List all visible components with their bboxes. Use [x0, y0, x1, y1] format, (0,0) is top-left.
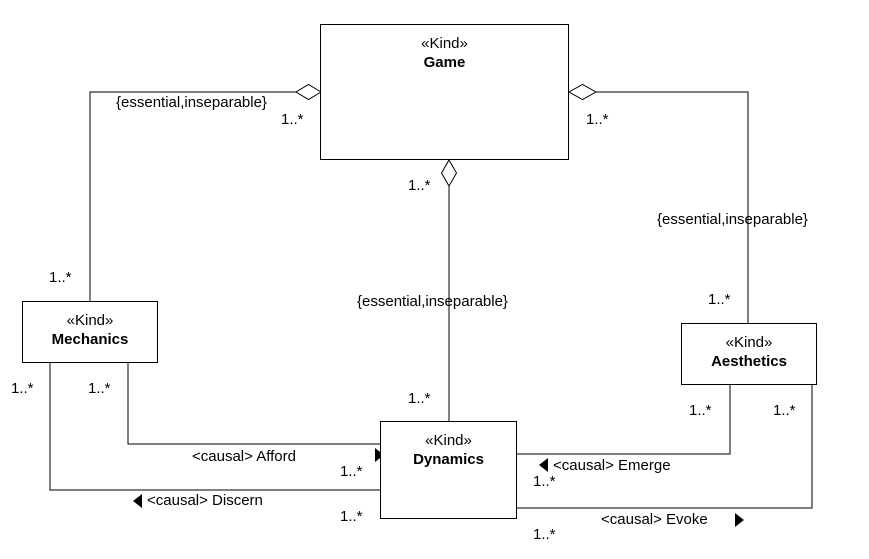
class-dynamics-name: Dynamics: [413, 451, 484, 468]
association-emerge-label: <causal> Emerge: [553, 457, 671, 474]
class-mechanics-stereotype: «Kind»: [66, 312, 114, 329]
multiplicity-aesthetics-evoke: 1..*: [773, 402, 796, 419]
multiplicity-aesthetics-emerge: 1..*: [689, 402, 712, 419]
assoc-afford: [127, 362, 380, 445]
aggregation-diamond-aesthetics: [567, 83, 598, 101]
class-game[interactable]: «Kind» Game: [320, 24, 569, 160]
class-mechanics-name: Mechanics: [51, 331, 129, 348]
multiplicity-dynamics-evoke: 1..*: [533, 526, 556, 543]
assoc-discern: [49, 362, 380, 491]
multiplicity-dynamics-game: 1..*: [408, 390, 431, 407]
multiplicity-game-aesthetics: 1..*: [586, 111, 609, 128]
class-game-stereotype: «Kind»: [421, 35, 468, 52]
assoc-evoke: [516, 384, 813, 509]
evoke-arrow-icon: [735, 513, 744, 527]
class-aesthetics[interactable]: «Kind» Aesthetics: [681, 323, 817, 385]
afford-arrow-icon: [375, 448, 384, 462]
constraint-dynamics: {essential,inseparable}: [357, 293, 508, 310]
assoc-emerge: [516, 384, 731, 455]
association-evoke-label: <causal> Evoke: [601, 511, 708, 528]
multiplicity-dynamics-afford: 1..*: [340, 463, 363, 480]
multiplicity-aesthetics-game: 1..*: [708, 291, 731, 308]
multiplicity-mechanics-game: 1..*: [49, 269, 72, 286]
class-aesthetics-stereotype: «Kind»: [725, 334, 773, 351]
multiplicity-game-dynamics: 1..*: [408, 177, 431, 194]
multiplicity-game-mechanics: 1..*: [281, 111, 304, 128]
multiplicity-mechanics-afford: 1..*: [88, 380, 111, 397]
constraint-aesthetics: {essential,inseparable}: [657, 211, 808, 228]
assoc-game-mechanics: [89, 91, 296, 302]
multiplicity-mechanics-discern: 1..*: [11, 380, 34, 397]
multiplicity-dynamics-emerge: 1..*: [533, 473, 556, 490]
class-mechanics[interactable]: «Kind» Mechanics: [22, 301, 158, 363]
class-game-name: Game: [423, 54, 466, 71]
class-aesthetics-name: Aesthetics: [711, 353, 787, 370]
discern-arrow-icon: [133, 494, 142, 508]
aggregation-diamond-mechanics: [295, 83, 322, 101]
emerge-arrow-icon: [539, 458, 548, 472]
association-discern-label: <causal> Discern: [147, 492, 263, 509]
class-dynamics[interactable]: «Kind» Dynamics: [380, 421, 517, 519]
constraint-mechanics: {essential,inseparable}: [116, 94, 267, 111]
assoc-game-aesthetics: [596, 91, 749, 324]
class-dynamics-stereotype: «Kind»: [425, 432, 472, 449]
association-afford-label: <causal> Afford: [192, 448, 296, 465]
aggregation-diamond-dynamics: [440, 158, 458, 188]
multiplicity-dynamics-discern: 1..*: [340, 508, 363, 525]
